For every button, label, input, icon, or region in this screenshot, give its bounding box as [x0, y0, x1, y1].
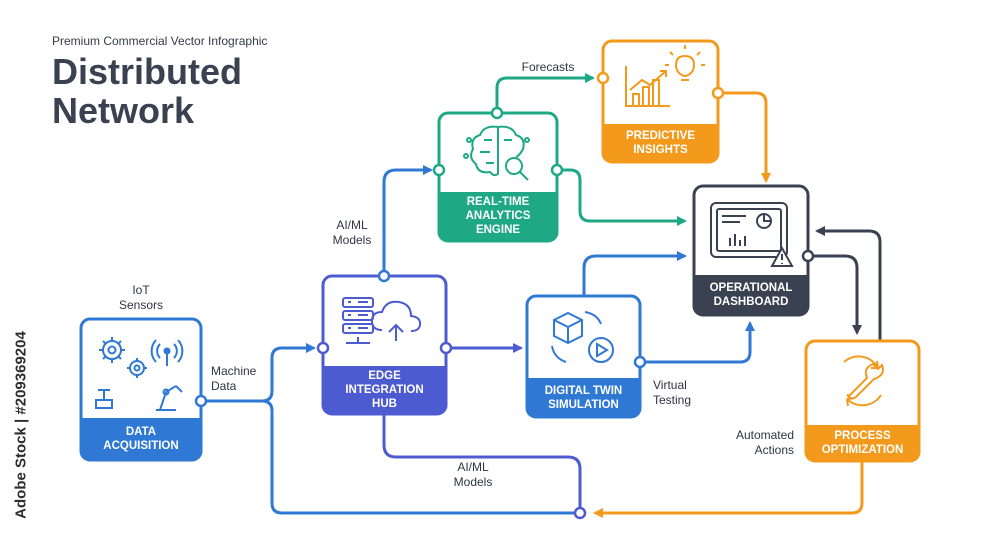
- page-title-line1: Distributed: [52, 51, 243, 92]
- edge-label-aiml-top: AI/ML Models: [322, 218, 382, 248]
- node-label-data-acquisition: DATA ACQUISITION: [81, 425, 201, 453]
- edge-label-iot-sensors: IoT Sensors: [106, 283, 176, 313]
- page-title-line2: Network: [52, 90, 195, 131]
- dashboard-alert-icon: [710, 202, 794, 267]
- edge-label-line: IoT: [132, 283, 150, 297]
- edge-label-automated-actions: Automated Actions: [718, 428, 794, 458]
- edge-label-line: Data: [211, 379, 237, 393]
- gears-antenna-robot-arm-icon: [95, 337, 184, 411]
- edge-label-line: Models: [332, 233, 372, 247]
- connector-twin-dashboard: [582, 251, 687, 298]
- edge-label-line: Testing: [653, 393, 692, 407]
- node-label-line: INTEGRATION: [345, 384, 424, 396]
- node-label-line: ENGINE: [475, 224, 521, 236]
- edge-label-line: Machine: [211, 364, 257, 378]
- node-label-line: HUB: [372, 398, 397, 410]
- stock-watermark-text: Adobe Stock | #209369204: [12, 331, 30, 519]
- node-data-acquisition[interactable]: [79, 317, 203, 462]
- edge-label-line: Models: [453, 475, 493, 489]
- node-digital-twin-simulation[interactable]: [525, 294, 642, 419]
- port-bottom-junction: [573, 506, 587, 520]
- edge-label-line: Automated: [735, 428, 794, 442]
- node-label-digital-twin: DIGITAL TWIN SIMULATION: [527, 384, 640, 412]
- node-label-line: SIMULATION: [548, 399, 619, 411]
- port-edge-hub-left: [316, 341, 330, 355]
- port-predictive-right: [711, 86, 725, 100]
- page-subtitle: Premium Commercial Vector Infographic: [52, 34, 268, 48]
- edge-label-line: AI/ML: [336, 218, 368, 232]
- growth-chart-lightbulb-icon: [625, 45, 705, 107]
- connectors: [199, 73, 882, 518]
- connector-aiml-bottom: [382, 412, 582, 515]
- port-analytics-left: [432, 163, 446, 177]
- connector-automated-actions: [593, 459, 864, 518]
- node-label-line: DASHBOARD: [713, 296, 789, 308]
- node-edge-integration-hub[interactable]: [321, 274, 448, 416]
- wrench-cycle-icon: [843, 355, 884, 407]
- connector-forecasts: [495, 73, 595, 114]
- node-real-time-analytics-engine[interactable]: [437, 111, 559, 243]
- edge-label-line: Virtual: [653, 378, 687, 392]
- node-label-predictive-insights: PREDICTIVE INSIGHTS: [603, 129, 718, 157]
- box-play-cycle-icon: [551, 311, 614, 363]
- connector-predictive-dashboard: [716, 91, 771, 183]
- node-label-line: OPERATIONAL: [709, 282, 793, 294]
- page-title: Distributed Network: [52, 52, 242, 130]
- edge-label-line: AI/ML: [457, 460, 489, 474]
- node-label-line: PROCESS: [834, 430, 891, 442]
- connector-aiml-top: [382, 165, 433, 276]
- node-label-line: OPTIMIZATION: [821, 444, 904, 456]
- node-operational-dashboard[interactable]: [692, 184, 810, 317]
- node-label-analytics-engine: REAL-TIME ANALYTICS ENGINE: [439, 195, 557, 237]
- edge-label-machine-data: Machine Data: [211, 364, 256, 394]
- stock-watermark: Adobe Stock | #209369204: [8, 300, 34, 550]
- node-label-edge-hub: EDGE INTEGRATION HUB: [323, 369, 446, 411]
- node-process-optimization[interactable]: [804, 339, 921, 463]
- connector-bottom-loop: [260, 399, 582, 515]
- connector-process-dashboard: [815, 226, 882, 342]
- node-label-process-optimization: PROCESS OPTIMIZATION: [806, 429, 919, 457]
- edge-label-virtual-testing: Virtual Testing: [653, 378, 691, 408]
- server-cloud-upload-icon: [342, 297, 422, 344]
- node-label-line: ACQUISITION: [103, 440, 179, 452]
- edge-label-forecasts: Forecasts: [521, 60, 575, 74]
- connector-analytics-dashboard: [555, 168, 687, 226]
- port-analytics-right: [550, 163, 564, 177]
- port-twin-right: [633, 355, 647, 369]
- node-label-line: ANALYTICS: [465, 210, 531, 222]
- node-label-line: REAL-TIME: [466, 196, 530, 208]
- brain-magnifier-icon: [463, 125, 530, 181]
- node-label-line: PREDICTIVE: [625, 130, 695, 142]
- port-dashboard-right: [801, 249, 815, 263]
- edge-label-line: Sensors: [118, 298, 164, 312]
- edge-label-line: Actions: [754, 443, 794, 457]
- node-predictive-insights[interactable]: [601, 39, 720, 164]
- connector-virtual-testing: [638, 321, 755, 364]
- edge-label-aiml-bottom: AI/ML Models: [443, 460, 503, 490]
- node-label-dashboard: OPERATIONAL DASHBOARD: [694, 281, 808, 309]
- connector-dashboard-process: [806, 254, 862, 335]
- node-label-line: DIGITAL TWIN: [544, 385, 623, 397]
- port-predictive-left: [596, 71, 610, 85]
- port-edge-hub-right: [439, 341, 453, 355]
- node-label-line: DATA: [125, 426, 157, 438]
- node-label-line: EDGE: [368, 370, 401, 382]
- port-data-acquisition: [194, 394, 208, 408]
- port-edge-hub-top: [377, 269, 391, 283]
- node-label-line: INSIGHTS: [633, 144, 688, 156]
- port-analytics-top: [490, 106, 504, 120]
